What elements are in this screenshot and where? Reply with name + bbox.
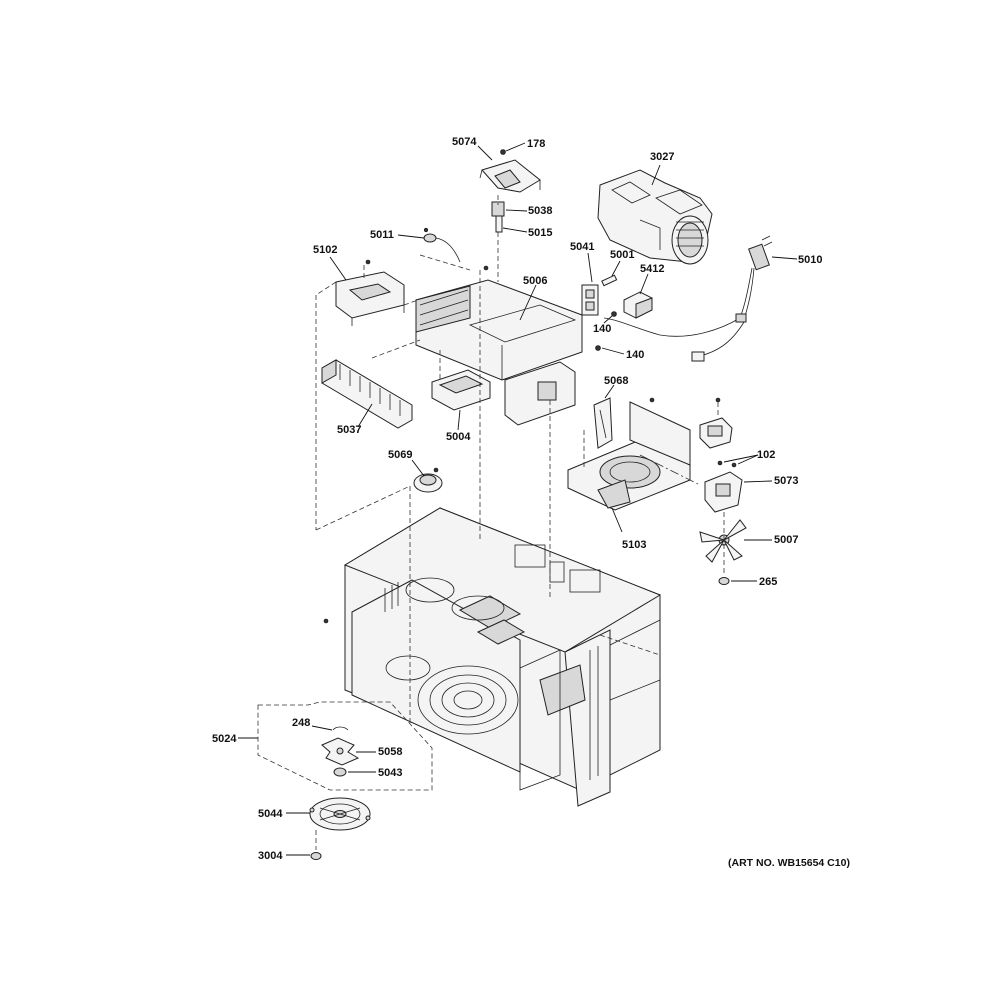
callout-140-upper: 140 — [593, 323, 611, 335]
part-3027-blower[interactable] — [597, 169, 713, 265]
callout-5068: 5068 — [604, 375, 628, 387]
callout-5006: 5006 — [523, 275, 547, 287]
part-5011-thermal-cutout[interactable] — [423, 233, 461, 263]
callout-5102: 5102 — [313, 244, 337, 256]
callout-5037: 5037 — [337, 424, 361, 436]
control-module[interactable] — [504, 361, 576, 426]
part-5102-vent[interactable] — [335, 271, 405, 326]
part-5001-fuse[interactable] — [601, 274, 618, 287]
part-5010-power-cord[interactable] — [603, 235, 773, 362]
part-5069-stirrer-motor[interactable] — [413, 467, 443, 493]
part-3004-foot[interactable] — [310, 852, 322, 860]
part-5007-fan-blade[interactable] — [699, 519, 747, 563]
callout-5004: 5004 — [446, 431, 471, 443]
callout-5412: 5412 — [640, 263, 664, 275]
part-102-screw-a[interactable] — [717, 460, 723, 466]
part-140-screw-b[interactable] — [595, 345, 601, 351]
part-178-screw[interactable] — [500, 149, 506, 155]
part-5041-relay[interactable] — [581, 284, 599, 316]
oven-cavity — [343, 507, 662, 807]
callout-5011: 5011 — [370, 229, 394, 241]
callout-265: 265 — [759, 576, 777, 588]
part-248-roller-ring[interactable] — [332, 726, 349, 731]
motor-bracket-upper[interactable] — [699, 417, 733, 449]
part-5004-bracket[interactable] — [431, 369, 491, 411]
part-5068-bracket[interactable] — [593, 397, 613, 449]
part-5058-roller-guide[interactable] — [321, 737, 360, 766]
callout-178: 178 — [527, 138, 545, 150]
callout-5069: 5069 — [388, 449, 412, 461]
callout-5073: 5073 — [774, 475, 798, 487]
art-number: (ART NO. WB15654 C10) — [728, 857, 850, 869]
callout-5044: 5044 — [258, 808, 283, 820]
assembly-guides — [315, 232, 701, 725]
part-5006-frame[interactable] — [415, 279, 583, 381]
callout-5007: 5007 — [774, 534, 798, 546]
part-5037-filter[interactable] — [321, 359, 413, 429]
callout-5001: 5001 — [610, 249, 634, 261]
callout-5010: 5010 — [798, 254, 822, 266]
part-5103-base-plate[interactable] — [567, 397, 691, 511]
callout-3027: 3027 — [650, 151, 674, 163]
part-265-nut[interactable] — [718, 577, 730, 585]
part-5043-coupler[interactable] — [333, 767, 347, 777]
callout-5074: 5074 — [452, 136, 477, 148]
callout-5058: 5058 — [378, 746, 402, 758]
part-102-screw-b[interactable] — [731, 462, 737, 468]
kit-5024-outline — [257, 701, 433, 791]
callout-248: 248 — [292, 717, 310, 729]
callout-3004: 3004 — [258, 850, 283, 862]
callout-5038: 5038 — [528, 205, 552, 217]
callout-5103: 5103 — [622, 539, 646, 551]
callout-5043: 5043 — [378, 767, 402, 779]
callout-102: 102 — [757, 449, 775, 461]
callout-140-lower: 140 — [626, 349, 644, 361]
part-5074-bracket[interactable] — [479, 159, 541, 193]
callout-5015: 5015 — [528, 227, 552, 239]
part-5412-terminal-block[interactable] — [623, 291, 653, 319]
callout-5024: 5024 — [212, 733, 237, 745]
part-5073-motor-mount[interactable] — [704, 471, 743, 513]
part-5044-roller-support[interactable] — [309, 797, 371, 831]
callout-5041: 5041 — [570, 241, 594, 253]
part-5038-switch[interactable] — [491, 201, 505, 233]
part-140-screw-a[interactable] — [611, 311, 617, 317]
